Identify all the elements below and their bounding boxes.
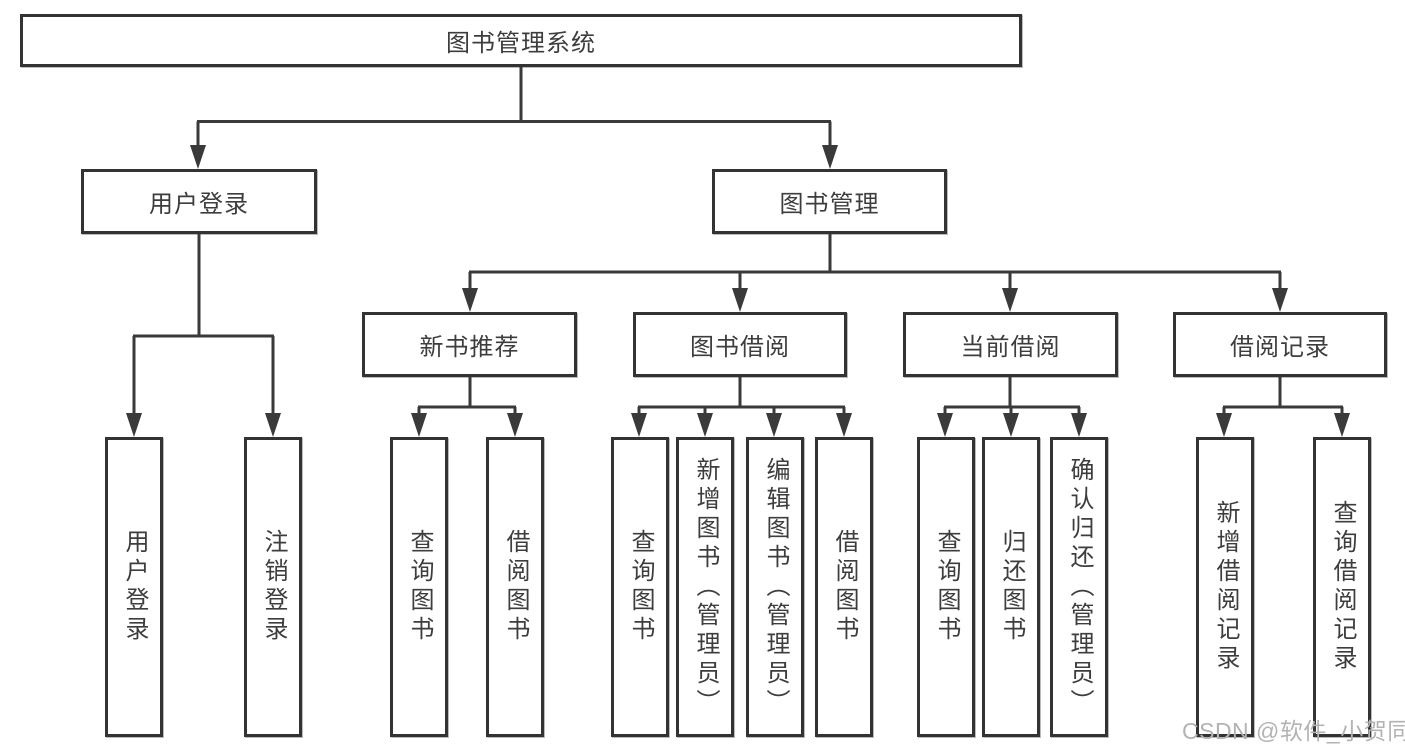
node-book-borrowing-label: 图书借阅 — [690, 334, 790, 361]
leaf-logout-label: 注销登录 — [260, 529, 287, 645]
leaf-borrow-books-borrowing: 借阅图书 — [815, 437, 873, 737]
leaf-confirm-return-admin-label: 确认归还（管理员） — [1066, 456, 1093, 718]
leaf-query-books-borrowing: 查询图书 — [611, 437, 669, 737]
node-book-management: 图书管理 — [712, 169, 947, 234]
node-user-login: 用户登录 — [81, 169, 317, 234]
node-current-borrowing-label: 当前借阅 — [960, 334, 1061, 361]
leaf-user-login-label: 用户登录 — [121, 529, 148, 645]
node-borrowing-records-label: 借阅记录 — [1230, 334, 1330, 361]
leaf-query-borrow-record: 查询借阅记录 — [1313, 437, 1371, 737]
leaf-add-book-admin-label: 新增图书（管理员） — [692, 456, 719, 718]
leaf-add-borrow-record-label: 新增借阅记录 — [1212, 500, 1239, 674]
leaf-query-books-recommend-label: 查询图书 — [406, 529, 433, 645]
leaf-query-borrow-record-label: 查询借阅记录 — [1329, 500, 1356, 674]
leaf-query-books-borrowing-label: 查询图书 — [627, 529, 654, 645]
leaf-return-book: 归还图书 — [982, 437, 1040, 737]
node-current-borrowing: 当前借阅 — [903, 312, 1118, 377]
leaf-query-books-current: 查询图书 — [917, 437, 975, 737]
leaf-borrow-books-recommend-label: 借阅图书 — [502, 529, 529, 645]
node-book-management-label: 图书管理 — [779, 191, 880, 218]
leaf-add-book-admin: 新增图书（管理员） — [676, 437, 734, 737]
leaf-logout: 注销登录 — [244, 437, 302, 737]
node-library-system: 图书管理系统 — [20, 14, 1022, 67]
node-book-borrowing: 图书借阅 — [633, 312, 847, 377]
node-borrowing-records: 借阅记录 — [1173, 312, 1387, 377]
leaf-borrow-books-borrowing-label: 借阅图书 — [831, 529, 858, 645]
node-new-book-recommend-label: 新书推荐 — [419, 334, 520, 361]
node-library-system-label: 图书管理系统 — [446, 30, 596, 57]
node-new-book-recommend: 新书推荐 — [362, 312, 577, 377]
leaf-user-login: 用户登录 — [105, 437, 163, 737]
leaf-edit-book-admin-label: 编辑图书（管理员） — [762, 456, 789, 718]
leaf-confirm-return-admin: 确认归还（管理员） — [1050, 437, 1108, 737]
leaf-add-borrow-record: 新增借阅记录 — [1196, 437, 1254, 737]
leaf-query-books-current-label: 查询图书 — [933, 529, 960, 645]
leaf-edit-book-admin: 编辑图书（管理员） — [746, 437, 804, 737]
leaf-return-book-label: 归还图书 — [998, 529, 1025, 645]
node-user-login-label: 用户登录 — [149, 191, 249, 218]
leaf-borrow-books-recommend: 借阅图书 — [486, 437, 544, 737]
csdn-watermark: CSDN @软件_小贺同学 — [1182, 718, 1405, 744]
leaf-query-books-recommend: 查询图书 — [390, 437, 448, 737]
